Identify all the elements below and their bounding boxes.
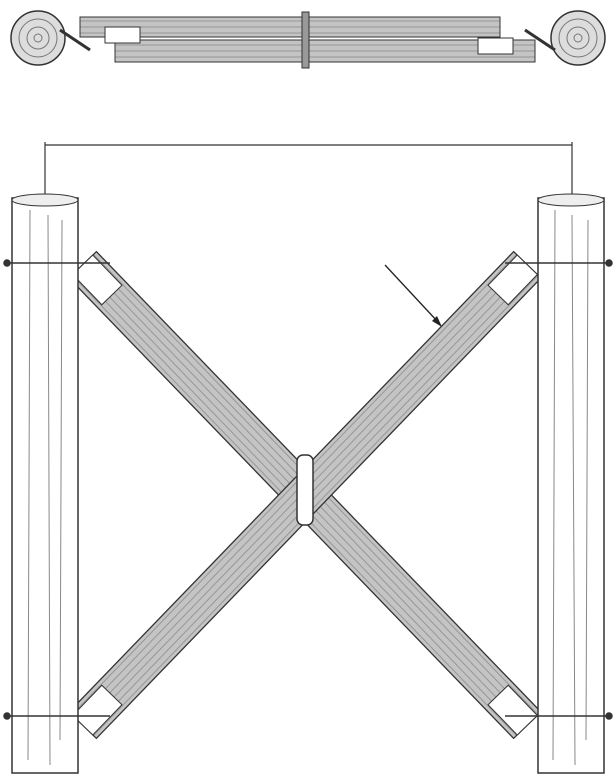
top-view-brace-upper bbox=[79, 16, 501, 38]
brace-plate bbox=[487, 254, 539, 306]
top-view bbox=[10, 10, 606, 69]
bolts bbox=[3, 259, 613, 720]
brace-plate bbox=[487, 684, 539, 736]
brace-plate bbox=[71, 684, 123, 736]
center-clamp bbox=[296, 454, 314, 526]
top-view-pole-right bbox=[550, 10, 606, 66]
pointer-arrow bbox=[384, 264, 442, 327]
brace-plate bbox=[71, 254, 123, 306]
pole-right bbox=[537, 193, 605, 774]
top-view-plate-left bbox=[104, 26, 141, 44]
pole-left bbox=[11, 193, 79, 774]
dimension-line bbox=[44, 142, 573, 198]
top-view-center-clamp bbox=[301, 11, 310, 69]
top-view-plate-right bbox=[477, 37, 514, 55]
top-view-brace-lower bbox=[114, 39, 536, 63]
top-view-pole-left bbox=[10, 10, 66, 66]
